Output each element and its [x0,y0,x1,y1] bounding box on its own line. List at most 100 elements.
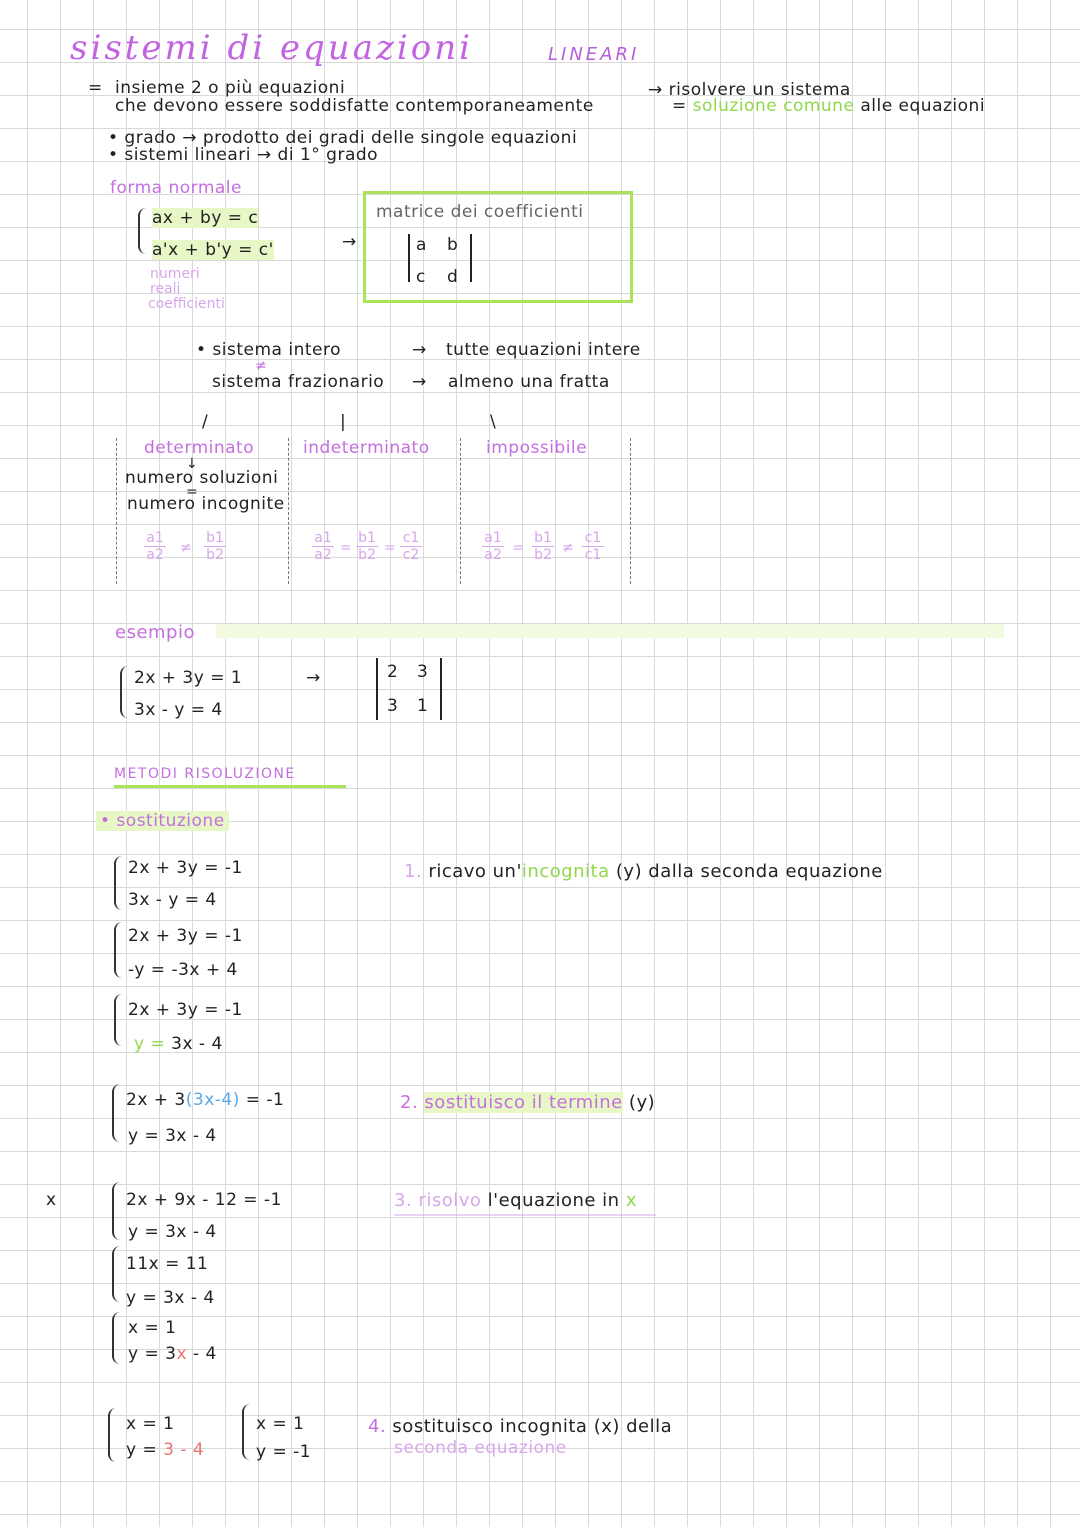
forma-normale-label: forma normale [110,178,242,198]
instruction-3: 3. risolvo l'equazione in x [394,1190,637,1211]
brace [242,1404,250,1460]
step-eq: y = 3x - 4 [126,1288,215,1308]
normal-eq-1: ax + by = c [152,208,259,228]
det-equal: = [186,484,198,500]
highlight-stroke [216,624,1004,638]
step-eq: 2x + 3y = -1 [128,926,243,946]
neq-symbol: ≠ [255,358,267,374]
down-arrow-icon: ↓ [186,456,198,472]
fraction-operator: = [340,540,352,556]
step-eq: 2x + 3(3x-4) = -1 [126,1090,285,1110]
step-eq: x = 1 [128,1318,177,1338]
step-eq: x = 1 [126,1414,175,1434]
metodi-label: METODI RISOLUZIONE [114,766,296,782]
matrix-bar-left [408,234,410,282]
step-eq: x = 1 [256,1414,305,1434]
divider [288,438,289,584]
fraction-operator: ≠ [562,540,574,556]
matrix-cell: 3 [417,662,429,682]
matrix-cell: a [416,235,427,255]
branch-left: / [202,412,209,432]
note-coefficienti: coefficienti [148,296,225,312]
underline [114,785,346,788]
page-subtitle: LINEARI [548,44,640,65]
intro-line-2: che devono essere soddisfatte contempora… [115,96,594,116]
grado-line-1: • grado → prodotto dei gradi delle singo… [108,128,578,148]
matrix-cell: c [416,267,426,287]
page-title: sistemi di equazioni [70,28,474,68]
brace [114,856,122,910]
intro-right-2: = soluzione comune alle equazioni [672,96,986,116]
grado-line-2: • sistemi lineari → di 1° grado [108,145,379,165]
brace [114,922,122,978]
step-eq: 2x + 3y = -1 [128,1000,243,1020]
brace [114,994,122,1046]
brace [112,1246,120,1302]
step-eq: y = 3x - 4 [128,1222,217,1242]
metodo-sostituzione: • sostituzione [96,811,229,831]
step-eq: 3x - y = 4 [128,890,217,910]
sistema-frazionario: sistema frazionario [212,372,385,392]
example-eq-1: 2x + 3y = 1 [134,668,243,688]
matrix-cell: 2 [387,662,399,682]
intro-right-1: → risolvere un sistema [648,80,851,100]
fraction-operator: ≠ [180,540,192,556]
arrow-icon: → [412,372,427,392]
underline [394,1214,656,1216]
instruction-4: 4. sostituisco incognita (x) della [368,1416,673,1437]
det-line-1: numero soluzioni [125,468,279,488]
class-determinato: determinato [144,438,255,458]
branch-mid: | [340,412,347,432]
note-numeri: numeri [150,266,200,282]
brace [112,1084,120,1142]
fraction-operator: = [384,540,396,556]
matrix-cell: b [447,235,459,255]
matrix-cell: 1 [417,696,429,716]
matrix-cell: 3 [387,696,399,716]
sistema-intero-desc: tutte equazioni intere [446,340,641,360]
matrix-title: matrice dei coefficienti [376,202,584,222]
branch-right: \ [490,412,497,432]
example-eq-2: 3x - y = 4 [134,700,223,720]
normal-eq-2: a'x + b'y = c' [152,240,274,260]
det-line-2: numero incognite [127,494,285,514]
fraction-operator: = [512,540,524,556]
step-eq: y = 3x - 4 [134,1034,223,1054]
intro-line-1: insieme 2 o più equazioni [115,78,346,98]
matrix-bar-right [470,234,472,282]
step-eq: 2x + 9x - 12 = -1 [126,1190,282,1210]
sistema-frazionario-desc: almeno una fratta [448,372,610,392]
step-eq: 11x = 11 [126,1254,209,1274]
cross-mark: x [46,1190,57,1210]
note-reali: reali [150,281,181,297]
brace [108,1408,116,1462]
instruction-1: 1. ricavo un'incognita (y) dalla seconda… [404,861,883,882]
brace [112,1182,120,1240]
arrow-icon: → [306,668,321,688]
divider [460,438,461,584]
matrix-box [363,191,633,303]
divider [116,438,117,584]
brace [112,1312,120,1364]
step-eq: y = 3 - 4 [126,1440,205,1460]
class-impossibile: impossibile [486,438,588,458]
arrow-icon: → [342,232,357,252]
step-eq: y = 3x - 4 [128,1344,217,1364]
class-indeterminato: indeterminato [303,438,430,458]
step-eq: -y = -3x + 4 [128,960,238,980]
brace [120,666,128,718]
step-eq: y = -1 [256,1442,312,1462]
step-eq: y = 3x - 4 [128,1126,217,1146]
intro-bullet: = [88,78,103,98]
brace [138,208,146,254]
matrix-bar-left [376,658,378,720]
matrix-cell: d [447,267,459,287]
